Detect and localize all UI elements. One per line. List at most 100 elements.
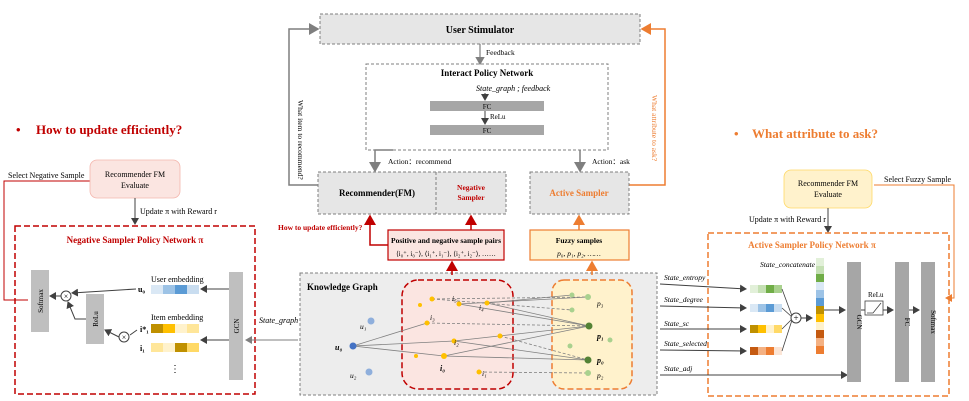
what-attribute-label: What attribute to ask? [650, 95, 659, 162]
right-fc-block [895, 262, 909, 382]
left-recommender-box [89, 159, 181, 199]
state-selected-arrow [659, 346, 747, 355]
user-embedding-vector [151, 285, 199, 294]
u0-label: u₀ [138, 285, 145, 294]
right-recommender-line2: Evaluate [814, 190, 842, 199]
right-gcn-block [847, 262, 861, 382]
node-i2: i₂ [454, 338, 459, 347]
concat-plus-glyph: + [793, 313, 798, 323]
action-recommend-label: Action：recommend [388, 157, 452, 166]
negative-policy-title: Negative Sampler Policy Network π [67, 235, 204, 245]
active-sampler-label: Active Sampler [549, 188, 608, 198]
left-gcn-block [229, 272, 243, 380]
left-multiply-bottom-glyph: × [122, 333, 127, 342]
attribute-region [551, 279, 633, 390]
selected-vector [750, 347, 782, 355]
right-softmax-label: Softmax [929, 310, 937, 334]
state-entropy-label: State_entropy [664, 273, 706, 282]
state-selected-label: State_selected [664, 339, 707, 348]
recommender-fm-label: Recommender(FM) [339, 188, 415, 198]
relu-curve-icon [867, 302, 882, 314]
user-nodes [349, 317, 375, 376]
user-stimulator-label: User Stimulator [446, 25, 515, 36]
node-i5: i₅ [452, 294, 457, 303]
left-recommender-line1: Recommender FM [105, 170, 165, 179]
degree-vector [750, 304, 782, 312]
action-recommend-arrow [369, 149, 393, 173]
item-embedding-star-vector [151, 324, 199, 333]
entropy-vector [750, 285, 782, 293]
active-sampler-box [529, 171, 630, 215]
left-softmax-block [31, 270, 49, 332]
left-softmax-label: Softmax [37, 289, 45, 313]
right-question: What attribute to ask? [752, 126, 878, 141]
user-emb-to-mult [71, 288, 137, 297]
mult-to-relu [104, 329, 120, 338]
node-u0: u₀ [335, 343, 342, 352]
select-negative-label: Select Negative Sample [8, 171, 85, 180]
item-emb-to-mult [129, 329, 138, 336]
feedback-label: Feedback [486, 48, 515, 57]
select-fuzzy-label: Select Fuzzy Sample [884, 175, 952, 184]
how-update-label: How to update efficiently? [278, 223, 363, 232]
what-item-label: What item to recommend? [296, 100, 305, 180]
user-embedding-label: User embedding [151, 275, 204, 284]
fuzzy-samples-box [529, 229, 630, 261]
ask-loop-line [629, 23, 666, 186]
right-update-text: Update π with Reward r [749, 215, 826, 224]
i1-label: i₁ [140, 344, 145, 353]
left-relu-to-mult [66, 301, 86, 320]
node-i1: i₁ [482, 369, 487, 378]
right-gcn-label: GCN [855, 315, 863, 330]
node-p2: p₂ [596, 371, 604, 380]
node-i4: i₄ [479, 303, 484, 312]
fuzzy-samples-label: Fuzzy samples [556, 236, 603, 245]
node-u1: u₁ [360, 322, 367, 331]
active-policy-box [707, 232, 950, 397]
right-recommender-box [783, 169, 873, 209]
node-i0: i₀ [440, 364, 445, 373]
negative-sampler-line1: Negative [457, 183, 486, 192]
right-relu-label: ReLu [868, 291, 884, 299]
active-policy-title: Active Sampler Policy Network π [748, 240, 876, 250]
left-ellipsis: ⋮ [170, 364, 180, 375]
state-concatenate-label: State_concatenate [760, 260, 816, 269]
state-graph-feedback: State_graph ; feedback [476, 84, 551, 93]
knowledge-graph-title: Knowledge Graph [307, 282, 378, 292]
left-update-text: Update π with Reward r [140, 207, 217, 216]
recommend-loop-line [288, 23, 320, 186]
right-recommender-line1: Recommender FM [798, 179, 858, 188]
node-p0: p₀ [596, 356, 604, 365]
fuzzy-formula: p₀, p₁, p₂, …… [556, 249, 601, 258]
pairs-to-recommender-arrow [364, 214, 388, 246]
interact-fc1-block [430, 101, 544, 111]
item-nodes [414, 296, 503, 375]
state-adj-label: State_adj [664, 364, 692, 373]
attribute-nodes [567, 292, 613, 376]
pairs-formula: ⟨i₀⁺, i₀⁻⟩, ⟨i₁⁺, i₁⁻⟩, ⟨i₂⁺, i₂⁻⟩, …… [396, 250, 496, 258]
right-bullet: • [734, 126, 739, 141]
left-multiply-top-glyph: × [64, 292, 69, 301]
i-star-label: i*₁ [140, 325, 149, 334]
sc-vector [750, 325, 782, 333]
interact-fc2-label: FC [483, 127, 492, 135]
interact-fc1-label: FC [483, 103, 492, 111]
right-softmax-block [921, 262, 935, 382]
node-u2: u₂ [350, 371, 357, 380]
item-embedding-i1-vector [151, 343, 199, 352]
interact-policy-box [365, 63, 609, 151]
vectors-to-concat-lines [781, 288, 793, 352]
node-p1: p₁ [596, 332, 604, 341]
state-sc-label: State_sc [664, 319, 690, 328]
item-region [401, 279, 514, 390]
node-i3: i₃ [430, 313, 435, 322]
left-state-graph: State_graph [259, 316, 298, 325]
negative-policy-box [14, 225, 256, 395]
interact-policy-title: Interact Policy Network [441, 68, 533, 78]
pos-neg-pairs-label: Positive and negative sample pairs [391, 236, 501, 245]
negative-sampler-line2: Sampler [457, 193, 485, 202]
action-ask-label: Action：ask [592, 157, 630, 166]
node-p3: p₃ [596, 299, 604, 308]
left-question: How to update efficiently? [36, 122, 182, 137]
interact-fc2-block [430, 125, 544, 135]
